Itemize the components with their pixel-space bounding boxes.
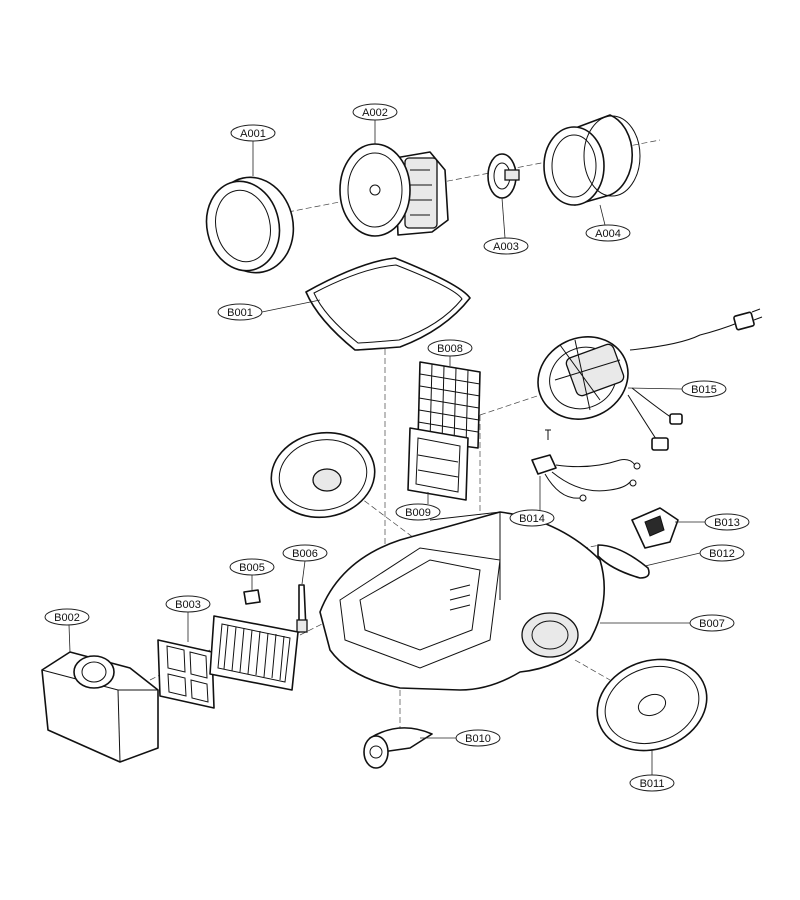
part-b014-wiring bbox=[531, 429, 641, 502]
callout-a004-label: A004 bbox=[595, 228, 621, 240]
callout-b001: B001 bbox=[217, 303, 263, 321]
part-a001-ring bbox=[205, 176, 295, 274]
callout-b014: B014 bbox=[509, 509, 555, 527]
part-b015-cord-reel bbox=[537, 308, 763, 451]
part-a002-motor bbox=[339, 143, 449, 237]
part-b006-pin bbox=[296, 584, 308, 633]
callout-b013-label: B013 bbox=[714, 517, 740, 529]
part-b005-clip bbox=[243, 589, 261, 605]
part-exhaust-ring bbox=[270, 431, 376, 519]
callout-b006-label: B006 bbox=[292, 548, 318, 560]
callout-a002-label: A002 bbox=[362, 107, 388, 119]
callout-b003-label: B003 bbox=[175, 599, 201, 611]
callout-b002-label: B002 bbox=[54, 612, 80, 624]
callout-b011: B011 bbox=[629, 774, 675, 792]
callout-a002: A002 bbox=[352, 103, 398, 121]
callout-b015: B015 bbox=[681, 380, 727, 398]
part-b001-gasket bbox=[305, 257, 471, 351]
callout-a003: A003 bbox=[483, 237, 529, 255]
callout-b005-label: B005 bbox=[239, 562, 265, 574]
callout-a001-label: A001 bbox=[240, 128, 266, 140]
callout-b013: B013 bbox=[704, 513, 750, 531]
part-b003-hepa-frame bbox=[157, 639, 215, 709]
callout-b010-label: B010 bbox=[465, 733, 491, 745]
callout-b008: B008 bbox=[427, 339, 473, 357]
callout-a003-label: A003 bbox=[493, 241, 519, 253]
part-b012-handle bbox=[597, 544, 650, 579]
part-a003-disc bbox=[487, 153, 520, 199]
callout-b007: B007 bbox=[689, 614, 735, 632]
callout-b011-label: B011 bbox=[640, 778, 665, 790]
callout-b001-label: B001 bbox=[227, 307, 253, 319]
callout-b009-label: B009 bbox=[405, 507, 431, 519]
part-b009-filter-frame bbox=[407, 427, 469, 501]
callout-b014-label: B014 bbox=[519, 513, 545, 525]
callout-a001: A001 bbox=[230, 124, 276, 142]
callout-b009: B009 bbox=[395, 503, 441, 521]
part-b002-dust-container bbox=[41, 651, 159, 763]
callout-b012-label: B012 bbox=[709, 548, 735, 560]
callout-b005: B005 bbox=[229, 558, 275, 576]
callout-b012: B012 bbox=[699, 544, 745, 562]
leader-lines bbox=[68, 120, 705, 775]
part-b013-cap bbox=[631, 507, 679, 549]
part-b003-pleated-filter bbox=[209, 615, 299, 691]
callout-b007-label: B007 bbox=[699, 618, 725, 630]
callout-b010: B010 bbox=[455, 729, 501, 747]
callout-b003: B003 bbox=[165, 595, 211, 613]
part-b008-grid-filter bbox=[417, 361, 481, 449]
callout-b008-label: B008 bbox=[437, 343, 463, 355]
callout-a004: A004 bbox=[585, 224, 631, 242]
part-b007-main-body bbox=[319, 511, 605, 691]
callout-b002: B002 bbox=[44, 608, 90, 626]
callout-b015-label: B015 bbox=[691, 384, 717, 396]
part-b010-caster bbox=[363, 727, 433, 769]
callout-b006: B006 bbox=[282, 544, 328, 562]
part-b011-wheel bbox=[596, 658, 708, 752]
part-a004-cylinder bbox=[543, 114, 641, 206]
